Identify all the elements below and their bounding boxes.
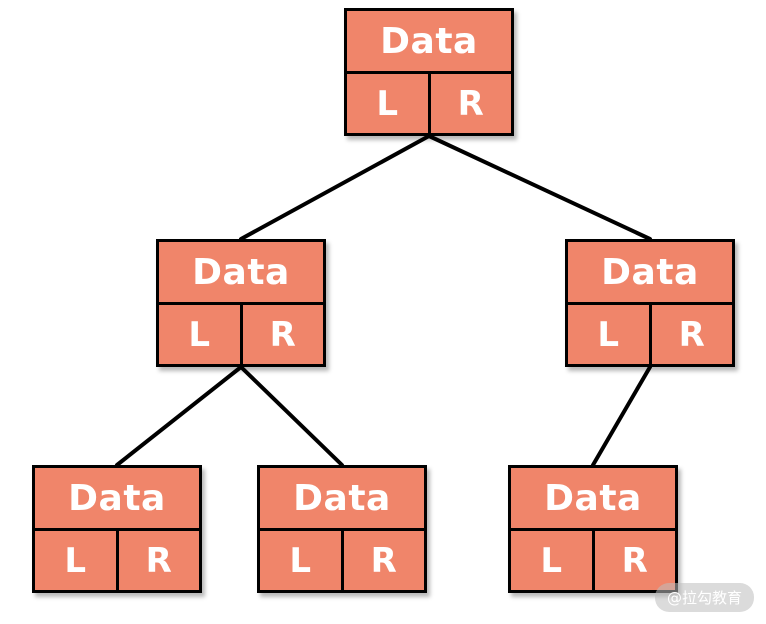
node-data-field: Data	[159, 242, 323, 305]
node-left-pointer: L	[159, 305, 243, 364]
node-data-field: Data	[35, 468, 199, 531]
edge-root-to-left-child	[239, 134, 431, 241]
node-data-field: Data	[347, 11, 511, 74]
edge-root-to-right-child	[427, 134, 652, 241]
edge-left-child-to-left-left-grandchild	[115, 365, 243, 467]
node-left-pointer: L	[347, 74, 431, 133]
node-right-pointer: R	[370, 540, 397, 581]
node-left-pointer: L	[511, 531, 595, 590]
node-right-pointer: R	[621, 540, 648, 581]
node-right-pointer: R	[145, 540, 172, 581]
tree-node-left-child: Data L R	[156, 239, 326, 367]
node-left-pointer: L	[568, 305, 652, 364]
node-right-pointer: R	[269, 314, 296, 355]
node-right-pointer: R	[457, 83, 484, 124]
edge-right-child-to-right-left-grandchild	[591, 365, 652, 467]
node-left-pointer: L	[35, 531, 119, 590]
node-left-pointer: L	[260, 531, 344, 590]
tree-node-left-right-grandchild: Data L R	[257, 465, 427, 593]
node-data-field: Data	[511, 468, 675, 531]
tree-node-right-child: Data L R	[565, 239, 735, 367]
node-data-field: Data	[260, 468, 424, 531]
edge-left-child-to-left-right-grandchild	[239, 365, 344, 467]
watermark: @拉勾教育	[654, 583, 754, 612]
node-data-field: Data	[568, 242, 732, 305]
tree-node-right-left-grandchild: Data L R	[508, 465, 678, 593]
node-right-pointer: R	[678, 314, 705, 355]
tree-node-root: Data L R	[344, 8, 514, 136]
tree-node-left-left-grandchild: Data L R	[32, 465, 202, 593]
